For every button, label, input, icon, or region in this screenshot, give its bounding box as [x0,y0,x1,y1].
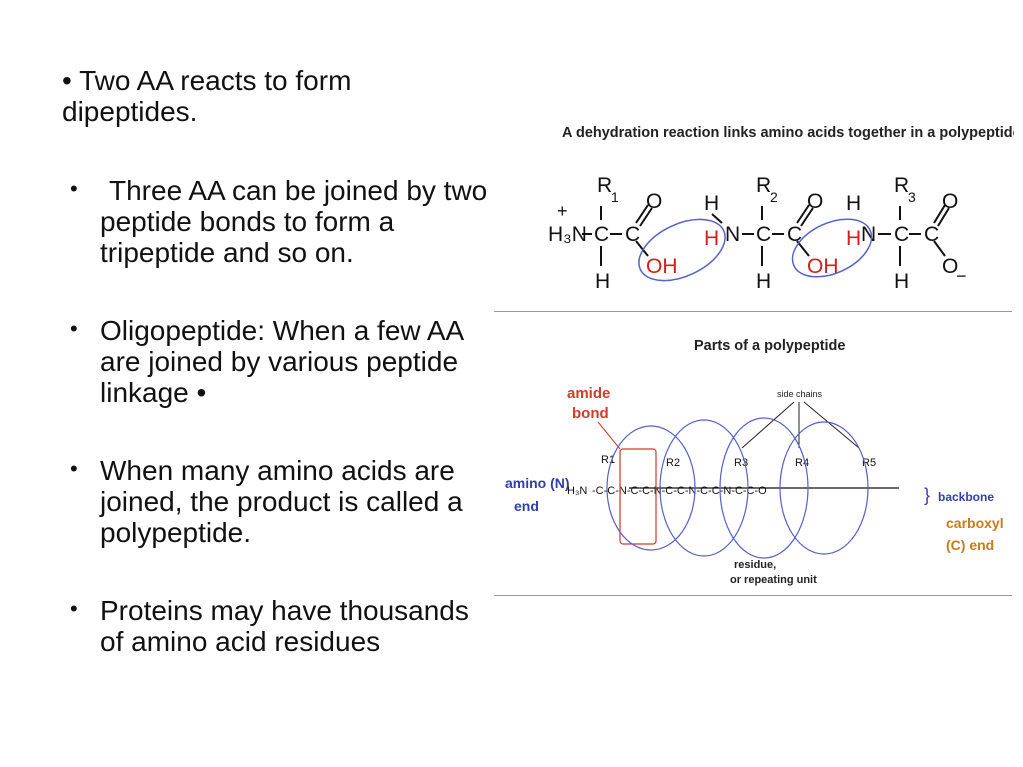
intro-text: • Two AA reacts to form dipeptides. [62,65,352,127]
backbone-label: backbone [938,490,994,504]
r1-subscript: 1 [611,189,619,205]
carbonyl-carbon-2: C [787,223,802,246]
residue-label: residue, [734,559,776,571]
figure-top-title: A dehydration reaction links amino acids… [562,125,1014,141]
r3-label: R [894,174,909,197]
water-loss-loop-1 [638,218,726,282]
nitrogen-3: N [861,223,876,246]
residue-loop [779,421,869,555]
amide-bond-box [619,448,657,545]
h-bottom-1: H [595,270,610,293]
amide-bond-label: amide [567,385,610,402]
oxygen-1: O [646,190,662,213]
svg-text:}: } [924,485,930,505]
bullet-dot: • [70,316,78,341]
bullet-proteins: Proteins may have thousands of amino aci… [100,595,469,657]
alpha-carbon-1: C [594,223,609,246]
svg-text:-C-C-N-C-C-N-C-C-N-C-C-N-C-C-O: -C-C-N-C-C-N-C-C-N-C-C-N-C-C-O [592,485,767,497]
polypeptide-parts-figure: Parts of a polypeptide side chains amide… [505,338,1004,586]
bullet-polypeptide: When many amino acids are joined, the pr… [100,455,463,548]
alpha-carbon-2: C [756,223,771,246]
minus-sign: − [956,266,967,286]
residue-loop [606,425,696,551]
amide-bond-label: bond [572,405,609,422]
r4-label: R4 [795,457,809,469]
h3n-label: H₃N [548,223,587,246]
bullet-dot: • [70,456,78,481]
bullet-tripeptide: Three AA can be joined by two peptide bo… [100,175,488,268]
water-loss-loop-2 [791,218,873,278]
plus-sign: + [557,201,568,221]
residue-loop [719,417,809,559]
h-top-3: H [846,192,861,215]
hydroxyl-1: OH [646,255,678,278]
dehydration-reaction-figure: A dehydration reaction links amino acids… [548,125,1014,293]
residue-loop [659,419,749,557]
bullet-dot: • [70,596,78,621]
carboxylate-oxygen: O [942,255,958,278]
h3n-label: H₃N [567,485,587,497]
oxygen-3: O [942,190,958,213]
r2-subscript: 2 [770,189,778,205]
figure-divider-bottom [494,595,1012,596]
carbonyl-carbon-1: C [625,223,640,246]
h-bottom-2: H [756,270,771,293]
alpha-carbon-3: C [894,223,909,246]
amino-end-label: end [514,498,539,514]
hydroxyl-2: OH [807,255,839,278]
figure-bottom-title: Parts of a polypeptide [694,338,845,354]
side-chains-label: side chains [777,389,823,399]
r1-label: R1 [601,454,615,466]
r2-label: R2 [666,457,680,469]
h-red-3: H [846,227,861,250]
nitrogen-2: N [725,223,740,246]
r2-label: R [756,174,771,197]
r3-subscript: 3 [908,189,916,205]
carboxyl-end-label: carboxyl [946,515,1004,531]
carbonyl-carbon-3: C [924,223,939,246]
residue-label: or repeating unit [730,574,817,586]
r1-label: R [597,174,612,197]
h-bottom-3: H [894,270,909,293]
bullet-dot: • [70,176,78,201]
amino-end-label: amino (N) [505,475,570,491]
h-red-2: H [704,227,719,250]
oxygen-2: O [807,190,823,213]
carboxyl-end-label: (C) end [946,537,994,553]
figure-divider-top [494,311,1012,312]
h-top-2: H [704,192,719,215]
bullet-oligopeptide: Oligopeptide: When a few AA are joined b… [100,315,463,408]
